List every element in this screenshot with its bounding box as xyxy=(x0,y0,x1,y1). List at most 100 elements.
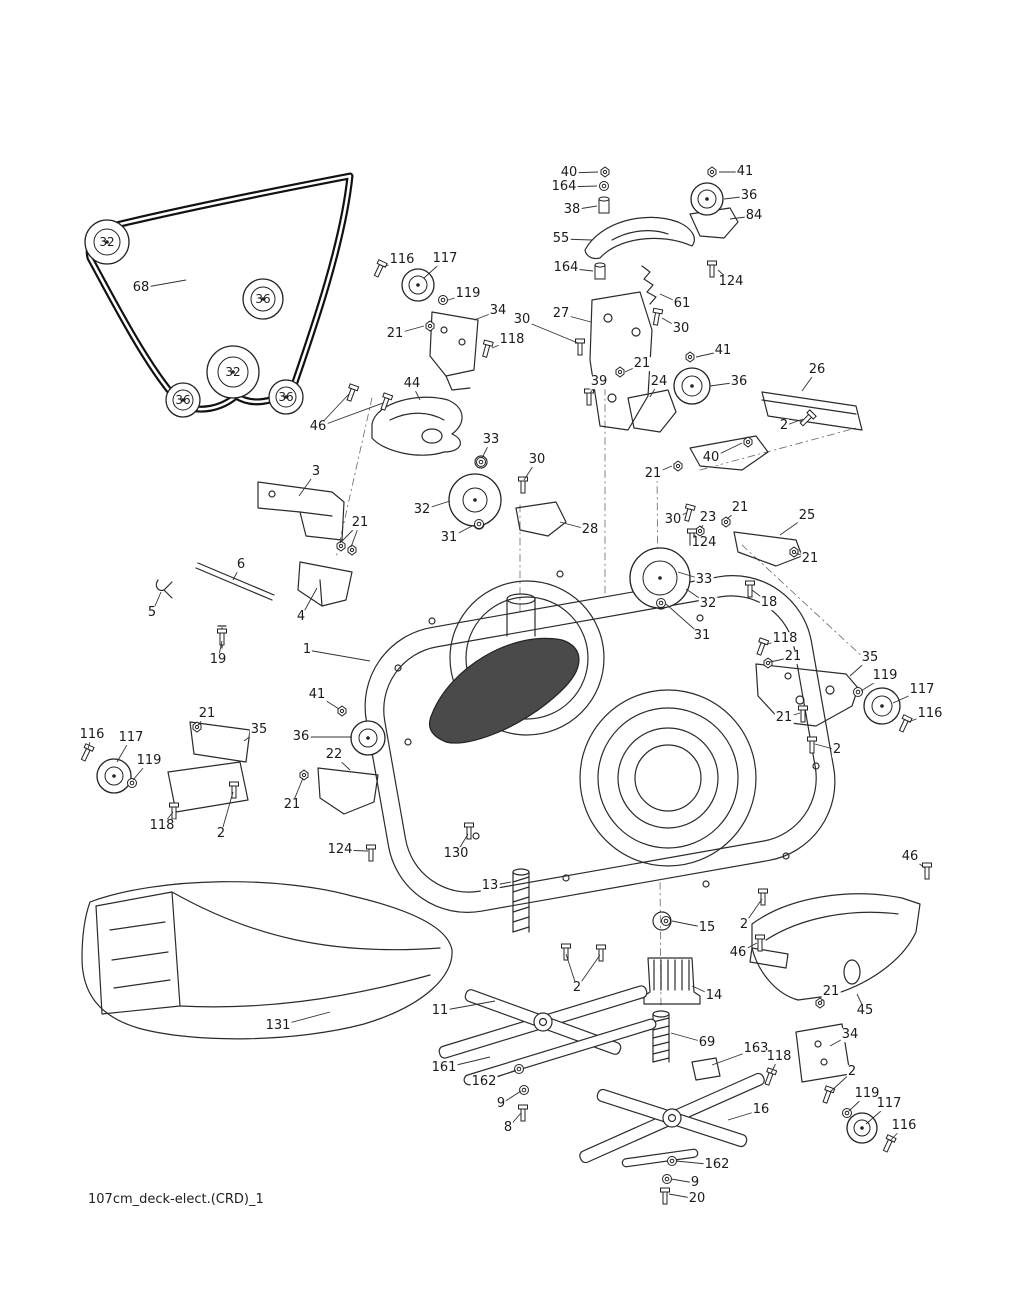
bolt-head xyxy=(824,1085,836,1094)
nut-hole xyxy=(617,369,623,375)
bracket-3-hole xyxy=(268,490,276,498)
deck-hole xyxy=(562,874,570,882)
belt-groove xyxy=(87,174,352,411)
rod-line xyxy=(197,562,275,596)
bracket-22-outline xyxy=(317,767,379,815)
bracket-25-outline xyxy=(733,531,803,567)
bolt-head xyxy=(518,476,528,482)
nut-hex xyxy=(336,540,346,552)
leader-line xyxy=(709,381,740,387)
washer-icon xyxy=(667,1156,677,1166)
washer-icon xyxy=(438,295,448,305)
bolt-icon xyxy=(584,388,594,406)
leader-line xyxy=(576,954,601,989)
deck-hole xyxy=(556,570,564,578)
bolt-shank xyxy=(520,1108,526,1122)
washer-outer xyxy=(519,1085,529,1095)
leader-line xyxy=(565,267,594,272)
leader-line xyxy=(779,515,808,536)
bolt-shank xyxy=(757,938,763,952)
nut-hex xyxy=(600,166,610,178)
leader-line xyxy=(801,369,818,392)
bolt-head xyxy=(652,307,664,315)
rail-26-drawing xyxy=(761,391,863,431)
bolt-head xyxy=(83,743,95,752)
bolt-head xyxy=(758,637,770,646)
leader-line xyxy=(500,1090,522,1105)
pulley-center xyxy=(416,283,420,287)
nut-hex xyxy=(615,366,625,378)
nut-hex xyxy=(673,460,683,472)
leader-line xyxy=(448,524,475,539)
bolt-icon xyxy=(807,736,817,754)
shaft-threads xyxy=(652,1017,670,1063)
leader-line xyxy=(316,694,340,710)
blade-161 xyxy=(463,1018,657,1086)
bolt-icon xyxy=(758,888,768,906)
nut-icon xyxy=(192,721,202,733)
nut-icon xyxy=(347,544,357,556)
bearing-33 xyxy=(474,455,488,469)
leader-line xyxy=(563,185,598,188)
bolt-icon xyxy=(596,944,606,962)
shaft-top xyxy=(652,1010,670,1018)
pulley-center xyxy=(231,370,235,374)
pulley-center xyxy=(880,704,884,708)
bolt-head xyxy=(518,1104,528,1110)
bolt-shank xyxy=(482,343,491,358)
baffle-hole xyxy=(421,428,443,444)
deck-left-opening-ring xyxy=(465,596,589,720)
bolt-head xyxy=(382,392,394,401)
washer-hole xyxy=(521,1087,527,1093)
leader-line xyxy=(675,1160,718,1166)
idler-bracket-34-drawing xyxy=(429,311,479,391)
bolt-icon xyxy=(798,705,808,723)
bolt-shank xyxy=(689,532,695,546)
bolt-head xyxy=(798,705,808,711)
nut-hex xyxy=(337,705,347,717)
deflector-45-drawing xyxy=(749,893,921,1001)
leader-line xyxy=(521,319,579,344)
deck-left-opening xyxy=(449,580,605,736)
nut-hole xyxy=(791,549,797,555)
pulley-center xyxy=(473,498,477,502)
blade-hub xyxy=(533,1012,553,1032)
bolt-head xyxy=(584,388,594,394)
bracket-3-drawing xyxy=(257,481,345,541)
bracket-118-plate xyxy=(167,761,249,813)
leader-line xyxy=(277,1011,331,1027)
bracket-35-left-outline xyxy=(189,721,251,763)
arm-35-outline xyxy=(755,663,859,727)
leader-line xyxy=(889,1125,905,1142)
leader-line xyxy=(317,393,350,428)
bolt-head xyxy=(464,822,474,828)
pin-5 xyxy=(155,579,173,599)
leader-line xyxy=(743,898,763,926)
leader-line xyxy=(729,215,755,220)
washer-hole xyxy=(129,780,135,786)
deflector-inner xyxy=(765,911,899,941)
leader-line xyxy=(568,171,599,174)
bracket-34-outline xyxy=(429,311,479,377)
leader-line xyxy=(670,1178,696,1184)
nut-hole xyxy=(301,772,307,778)
deck-right-opening xyxy=(579,689,757,867)
leader-line xyxy=(132,760,150,781)
leader-line xyxy=(672,512,687,521)
nut-hex xyxy=(192,721,202,733)
bracket-84-outline xyxy=(689,207,739,239)
bracket-3-outline xyxy=(257,481,345,541)
nut-icon xyxy=(600,166,610,178)
bracket-4-outline xyxy=(297,561,353,607)
bracket-34-hole xyxy=(458,338,466,346)
washer-outer xyxy=(474,519,484,529)
bolt-shank xyxy=(747,584,753,598)
bolt-icon xyxy=(380,392,394,411)
leader-line xyxy=(717,269,732,283)
idler-brackets-left-drawing xyxy=(167,721,379,815)
bolt-icon xyxy=(575,338,585,356)
deck-hole xyxy=(812,762,820,770)
bolt-head xyxy=(687,528,697,534)
washer-hole xyxy=(855,689,861,695)
leader-line xyxy=(306,649,371,662)
